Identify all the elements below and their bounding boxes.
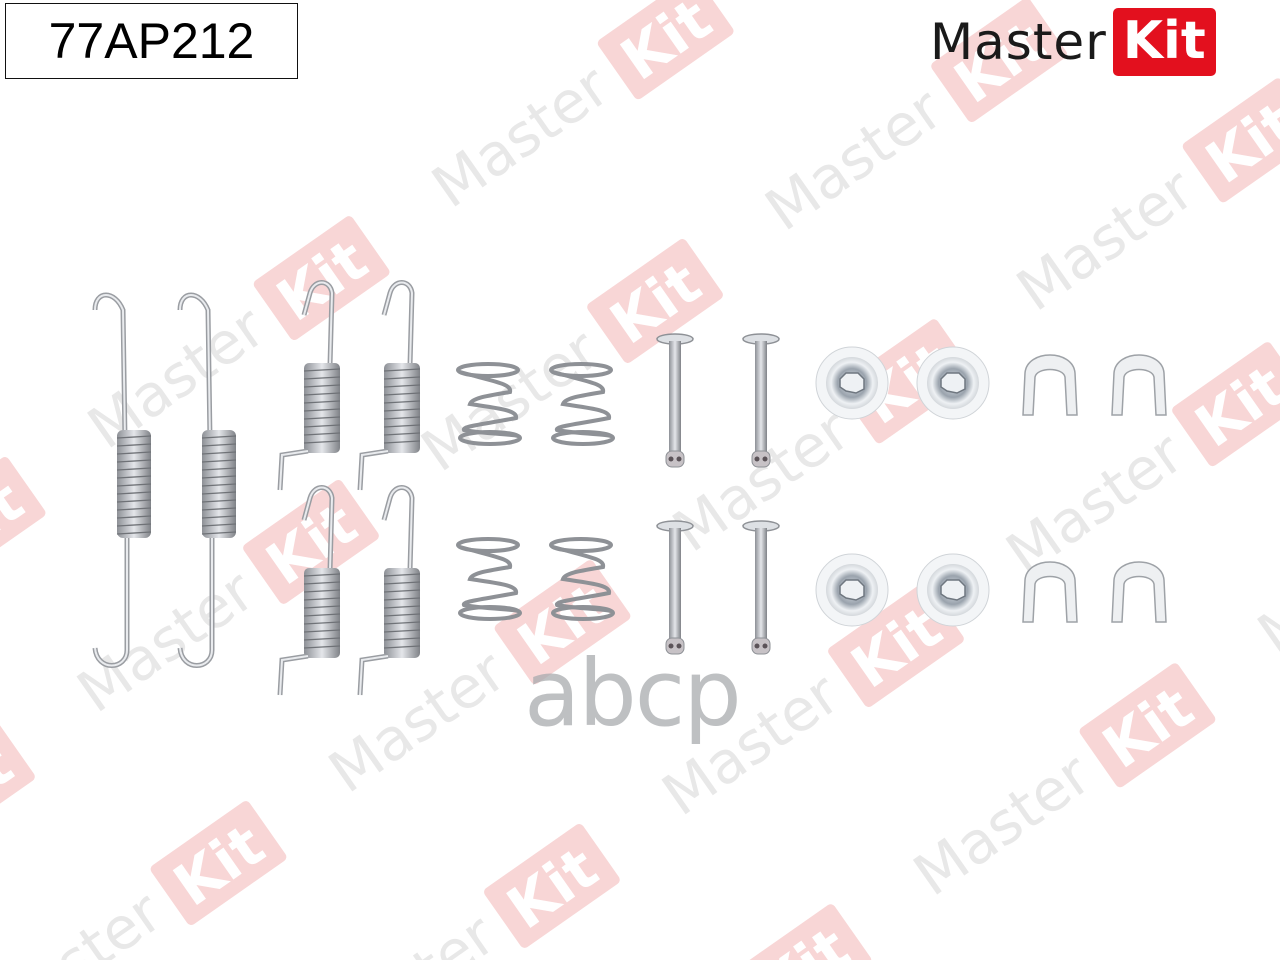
u-clips: [1022, 354, 1167, 623]
hold-down-pins: [656, 333, 780, 655]
conical-springs: [456, 362, 615, 621]
long-springs: [95, 295, 236, 666]
overlay-brand-text: abcp: [524, 640, 742, 747]
short-springs: [280, 283, 420, 696]
brand-logo: Master Kit: [930, 6, 1216, 78]
logo-word: Master: [930, 13, 1107, 71]
part-number: 77AP212: [48, 13, 255, 69]
part-number-box: 77AP212: [5, 3, 298, 79]
retainer-cups: [815, 346, 990, 627]
logo-badge: Kit: [1112, 8, 1216, 76]
